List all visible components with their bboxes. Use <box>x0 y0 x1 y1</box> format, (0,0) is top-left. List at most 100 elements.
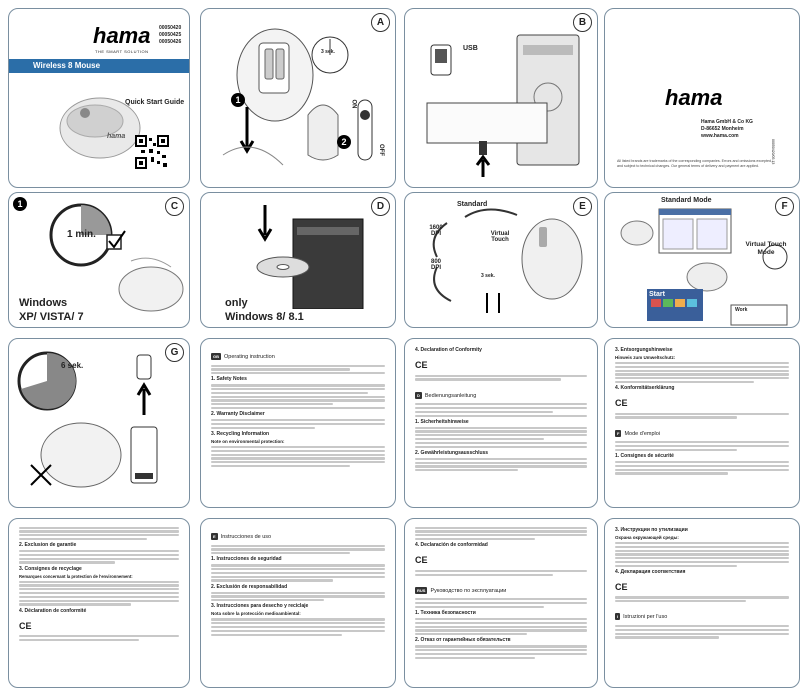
heading: Note on environmental protection: <box>211 438 285 444</box>
panel-f: F Standard Mode Virtual Touch Mode Start… <box>604 192 800 328</box>
battery-install-illustration <box>222 28 373 166</box>
heading: 1. Consignes de sécurité <box>615 453 674 459</box>
ce-mark: CE <box>415 555 428 566</box>
panel-mode-emploi: 3. Entsorgungshinweise Hinweis zum Umwel… <box>604 338 800 508</box>
panel-c: C 1 1 min. Windows XP/ VISTA/ 7 <box>8 192 190 328</box>
heading: 4. Declaration of Conformity <box>415 347 482 353</box>
hama-logo: hama <box>93 23 151 48</box>
heading: 3. Instrucciones para desecho y reciclaj… <box>211 603 309 610</box>
quick-start-title: Quick Start Guide <box>125 99 185 106</box>
panel-letter: G <box>165 343 184 362</box>
contact-panel: hama Hama GmbH & Co KG D-86652 Monheim w… <box>604 8 800 188</box>
heading: Hinweis zum Umweltschutz: <box>615 355 676 360</box>
driver-cd-illustration <box>256 205 364 309</box>
virtual-touch-mode-label: Virtual Touch Mode <box>745 241 787 256</box>
product-name: Wireless 8 Mouse <box>33 61 101 70</box>
panel-letter: B <box>573 13 592 32</box>
heading: Nota sobre la protección medioambiental: <box>211 611 301 617</box>
language-badge: I <box>615 613 621 621</box>
start-label: Start <box>649 291 665 298</box>
company-name: Hama GmbH & Co KG <box>701 119 753 125</box>
section-title-text: Руководство по эксплуатации <box>430 587 507 594</box>
document-code: 00050420/05.13 <box>771 139 775 165</box>
usb-receiver-illustration <box>426 34 580 177</box>
section-title-text: Istruzioni per l'uso <box>623 614 668 621</box>
os-line-2: XP/ VISTA/ 7 <box>19 311 84 323</box>
heading: Охрана окружающей среды: <box>615 535 679 540</box>
dpi-1600-label: 1600 DPI <box>429 225 443 237</box>
heading: 2. Exclusión de responsabilidad <box>211 583 288 590</box>
heading: 1. Техника безопасности <box>415 610 476 617</box>
on-label: ON <box>350 99 357 109</box>
panel-francais-cont: 2. Exclusion de garantie 3. Consignes de… <box>8 518 190 688</box>
heading: 3. Consignes de recyclage <box>19 565 82 572</box>
battery-replace-illustration <box>17 351 158 488</box>
dpi-mode-illustration <box>432 208 583 313</box>
language-badge: E <box>211 533 218 540</box>
heading: 4. Declaración de conformidad <box>415 542 488 549</box>
mode-screens-illustration <box>620 208 788 326</box>
section-title-text: Instrucciones de uso <box>220 534 272 540</box>
trademark-note: All listed brands are trademarks of the … <box>617 159 773 168</box>
heading: 4. Konformitätserklärung <box>615 385 675 392</box>
standard-label: Standard <box>457 201 488 208</box>
heading: 2. Warranty Disclaimer <box>211 411 265 418</box>
ce-mark: CE <box>615 581 628 592</box>
off-label: OFF <box>378 144 384 156</box>
timer-label: 3 sek. <box>321 49 335 55</box>
contact-info: Hama GmbH & Co KG D-86652 Monheim www.ha… <box>701 119 753 140</box>
standard-mode-label: Standard Mode <box>661 197 712 204</box>
language-badge: F <box>615 429 622 437</box>
panel-d: D only Windows 8/ 8.1 <box>200 192 396 328</box>
language-badge: D <box>415 391 422 399</box>
language-badge: RUS <box>415 586 428 594</box>
virtual-touch-label: Virtual Touch <box>490 231 510 243</box>
ce-mark: CE <box>415 360 428 370</box>
timer-label: 3 sek. <box>481 273 495 279</box>
os-line-1: Windows <box>19 297 68 309</box>
dpi-800-label: 800 DPI <box>430 259 441 271</box>
panel-italiano: 3. Инструкции по утилизации Охрана окруж… <box>604 518 800 688</box>
tagline: THE SMART SOLUTION <box>95 49 149 54</box>
hama-logo-large: hama <box>665 85 723 110</box>
heading: 4. Déclaration de conformité <box>19 607 87 614</box>
product-bar: Wireless 8 Mouse <box>9 59 189 73</box>
panel-e: E Standard Virtual Touch 1600 DPI 800 DP… <box>404 192 598 328</box>
code-1: 00050420 <box>159 25 182 31</box>
heading: 2. Отказ от гарантийных обязательств <box>415 637 511 644</box>
heading: 1. Safety Notes <box>211 376 247 383</box>
language-badge: GB <box>211 353 221 360</box>
work-label: Work <box>735 307 748 313</box>
section-title-text: Bedienungsanleitung <box>424 392 477 399</box>
cover-panel: hama THE SMART SOLUTION 00050420 0005042… <box>8 8 190 188</box>
panel-a: A 1 2 3 sek. ON OFF <box>200 8 396 188</box>
section-title-text: Mode d'emploi <box>624 430 661 437</box>
heading: 3. Recycling Information <box>211 430 270 437</box>
panel-letter: A <box>371 13 390 32</box>
company-web[interactable]: www.hama.com <box>701 133 739 139</box>
timer-label: 6 sek. <box>61 361 84 370</box>
panel-letter: E <box>573 197 592 216</box>
ce-mark: CE <box>19 620 32 631</box>
timer-clock-illustration <box>49 203 184 312</box>
os-line-2: Windows 8/ 8.1 <box>225 311 304 323</box>
section-title-text: Operating instruction <box>224 354 275 360</box>
heading: 3. Entsorgungshinweise <box>615 347 673 353</box>
heading: 1. Instrucciones de seguridad <box>211 556 282 563</box>
svg-text:hama: hama <box>107 133 125 140</box>
company-address: D-86652 Monheim <box>701 126 744 132</box>
product-codes: 00050420 00050425 00050426 <box>159 25 181 46</box>
step-1-badge: 1 <box>13 197 27 211</box>
heading: 2. Gewährleistungsausschluss <box>415 449 489 456</box>
panel-b: B USB <box>404 8 598 188</box>
timer-label: 1 min. <box>67 229 96 240</box>
mouse-illustration: hama <box>59 97 141 159</box>
